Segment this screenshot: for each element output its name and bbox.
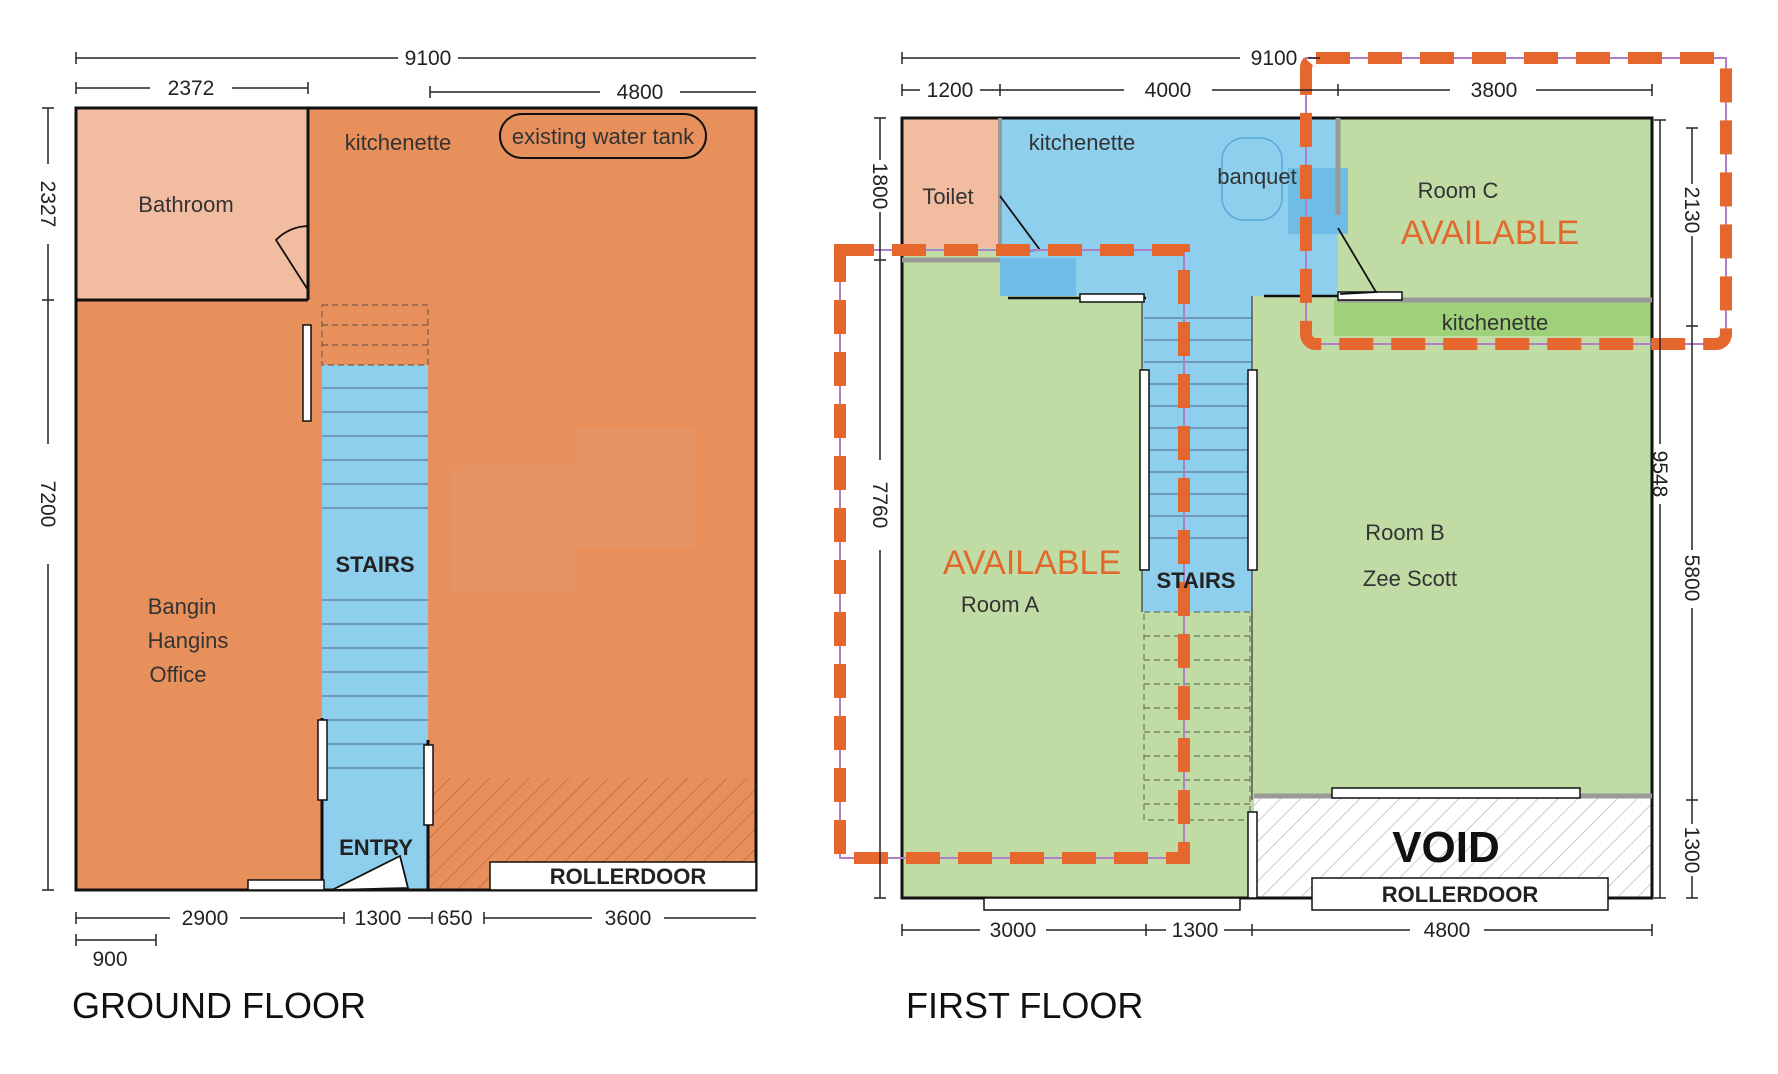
ground-stairs [322, 365, 428, 890]
water-tank-outline [499, 113, 707, 159]
ground-dim-bottom-2: 1300 [355, 907, 402, 930]
first-dim-left-main: 7760 [868, 482, 891, 529]
ground-dim-bottom-4: 3600 [605, 907, 652, 930]
ground-dim-top-left: 2372 [168, 77, 215, 100]
ground-dim-left-bottom: 7200 [36, 481, 59, 528]
first-rollerdoor [1311, 877, 1609, 911]
ground-rollerdoor-label: ROLLERDOOR [550, 864, 707, 889]
first-dim-top-2: 4000 [1145, 79, 1192, 102]
ground-dim-bottom-1: 2900 [182, 907, 229, 930]
ground-floor-caption: GROUND FLOOR [72, 985, 366, 1026]
ground-dim-top-right: 4800 [617, 81, 664, 104]
room-b-tenant-label: Zee Scott [1363, 566, 1457, 591]
ground-top-dimensions: 9100 2372 4800 [75, 47, 756, 104]
first-rollerdoor-label: ROLLERDOOR [1382, 882, 1539, 907]
ground-dim-bottom-small: 900 [92, 948, 127, 971]
first-bottom-dimensions: 3000 1300 4800 [901, 919, 1653, 942]
first-dim-right-top: 2130 [1680, 187, 1703, 234]
room-a-available-label: AVAILABLE [943, 544, 1121, 582]
room-c-available-label: AVAILABLE [1401, 214, 1579, 252]
toilet-room [902, 118, 1000, 248]
void-label: VOID [1392, 823, 1500, 872]
toilet-label: Toilet [922, 184, 973, 209]
office-label-3: Office [149, 662, 206, 687]
ground-kitchenette-label: kitchenette [345, 130, 451, 155]
first-dim-right-bottom: 1300 [1680, 827, 1703, 874]
bathroom-room [76, 108, 308, 300]
first-dim-left-top: 1800 [868, 163, 891, 210]
room-a-highlight-dash [834, 244, 1190, 864]
first-dim-top-1: 1200 [927, 79, 974, 102]
first-floor-corridor [1000, 118, 1338, 612]
first-kitchenette-label: kitchenette [1029, 130, 1135, 155]
ground-stair-treads [322, 387, 428, 769]
room-c-kitchenette-label: kitchenette [1442, 310, 1548, 335]
office-label-2: Hangins [148, 628, 229, 653]
ground-left-dimensions: 2327 7200 [36, 107, 59, 891]
office-label-1: Bangin [148, 594, 217, 619]
bathroom-label: Bathroom [138, 192, 233, 217]
first-left-dimensions: 1800 7760 [868, 117, 891, 899]
first-floor-plan: Toilet kitchenette banquet Room C AVAILA… [834, 47, 1732, 1026]
room-c-kitchenette [1334, 300, 1652, 336]
ground-bottom-dimensions: 2900 1300 650 3600 900 [75, 907, 756, 971]
ground-floor-plan: Bathroom kitchenette existing water tank… [36, 47, 758, 1026]
first-floor-caption: FIRST FLOOR [906, 985, 1143, 1026]
water-tank-label: existing water tank [512, 124, 695, 149]
entry-label: ENTRY [339, 835, 413, 860]
first-dim-right-total: 9548 [1648, 451, 1671, 498]
ground-rollerdoor [489, 861, 757, 891]
first-dim-bottom-1: 3000 [990, 919, 1037, 942]
room-c-label: Room C [1418, 178, 1499, 203]
first-dim-bottom-3: 4800 [1424, 919, 1471, 942]
room-a-label: Room A [961, 592, 1040, 617]
room-c-highlight-dash [1300, 52, 1732, 350]
first-dim-top-3: 3800 [1471, 79, 1518, 102]
first-stair-treads [1144, 317, 1252, 539]
first-right-dimensions: 2130 9548 5800 1300 [1648, 119, 1703, 899]
ground-dim-top-total: 9100 [405, 47, 452, 70]
room-b-label: Room B [1365, 520, 1444, 545]
first-top-dimensions: 9100 1200 4000 3800 [901, 47, 1653, 102]
first-stairs-label: STAIRS [1156, 568, 1235, 593]
ground-stairs-label: STAIRS [335, 552, 414, 577]
first-dim-right-mid: 5800 [1680, 555, 1703, 602]
banquet-label: banquet [1217, 164, 1297, 189]
ground-dim-left-top: 2327 [36, 181, 59, 228]
first-dim-bottom-2: 1300 [1172, 919, 1219, 942]
ground-dim-bottom-3: 650 [437, 907, 472, 930]
first-dim-top-total: 9100 [1251, 47, 1298, 70]
